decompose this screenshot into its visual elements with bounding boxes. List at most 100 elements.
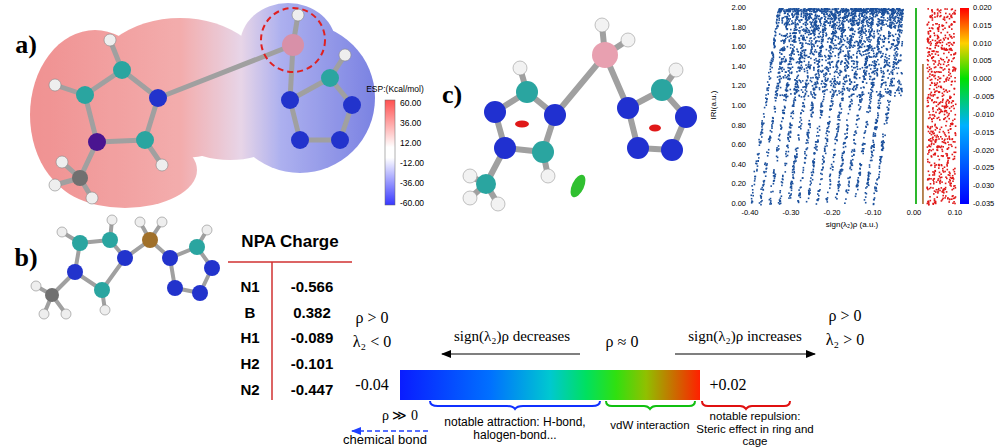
scatter-points <box>861 28 863 30</box>
scatter-points <box>842 155 844 157</box>
molecule-c <box>675 106 697 128</box>
scatter-points <box>878 174 880 176</box>
scatter-points <box>805 142 807 144</box>
scatter-points <box>779 79 781 81</box>
molecule-c <box>463 18 697 211</box>
scatter-points <box>884 135 886 137</box>
scatter-points <box>803 103 805 105</box>
scatter-points <box>879 107 881 109</box>
scatter-points <box>827 141 829 143</box>
scatter-points <box>885 54 887 56</box>
scatter-points <box>771 127 773 129</box>
scatter-points <box>821 103 823 105</box>
scatter-points <box>845 146 847 148</box>
molecule-c <box>532 141 554 163</box>
scatter-points <box>800 113 802 115</box>
scatter-points <box>854 85 856 87</box>
scatter-points <box>803 30 805 32</box>
molecule-b <box>167 280 183 296</box>
scatter-points <box>879 36 881 38</box>
scatter-points <box>872 140 874 142</box>
molecule-b <box>157 217 167 227</box>
scatter-points <box>856 186 858 188</box>
scatter-points <box>901 16 903 18</box>
scatter-points <box>879 97 881 99</box>
scatter-points <box>751 8 957 206</box>
scatter-points <box>783 99 785 101</box>
scatter-points <box>798 75 800 77</box>
scatter-points <box>830 106 832 108</box>
scatter-points <box>884 123 886 125</box>
scatter-points <box>877 46 879 48</box>
scatter-points <box>859 164 861 166</box>
scatter-points <box>802 46 804 48</box>
scatter-points <box>778 202 780 204</box>
scatter-points <box>874 73 876 75</box>
scatter-points <box>817 128 819 130</box>
scatter-points <box>820 106 822 108</box>
scatter-points <box>826 145 828 147</box>
scatter-points <box>825 138 827 140</box>
scatter-points <box>780 190 782 192</box>
scatter-points <box>864 199 866 201</box>
scatter-points <box>791 181 793 183</box>
scatter-points <box>815 146 817 148</box>
scatter-points <box>842 163 844 165</box>
scatter-points <box>849 50 851 52</box>
scatter-points <box>838 114 840 116</box>
scatter-points <box>862 144 864 146</box>
scatter-points <box>780 124 782 126</box>
scatter-points <box>850 101 852 103</box>
scatter-points <box>807 19 809 21</box>
scatter-points <box>808 64 810 66</box>
scatter-points <box>865 126 867 128</box>
scatter-points <box>807 70 809 72</box>
scatter-points <box>870 107 872 109</box>
scatter-points <box>806 155 808 157</box>
molecule-c <box>541 169 555 183</box>
scatter-points <box>766 104 768 106</box>
molecule-a <box>56 156 68 168</box>
scatter-points <box>865 202 867 204</box>
molecule-a <box>282 34 304 56</box>
scatter-points <box>869 103 871 105</box>
scatter-points <box>880 91 882 93</box>
scatter-points <box>873 150 875 152</box>
scatter-points <box>842 91 844 93</box>
scatter-points <box>879 166 881 168</box>
scatter-points <box>864 143 866 145</box>
scatter-points <box>816 203 818 205</box>
scatter-points <box>898 34 900 36</box>
scatter-points <box>805 89 807 91</box>
scatter-points <box>785 151 787 153</box>
scatter-points <box>821 42 823 44</box>
scatter-points <box>760 134 762 136</box>
molecule-a <box>321 69 339 87</box>
molecule-a <box>149 89 167 107</box>
scatter-points <box>776 149 778 151</box>
scatter-points <box>810 115 812 117</box>
scatter-points <box>793 113 795 115</box>
scatter-points <box>882 134 884 136</box>
scatter-points <box>887 117 889 119</box>
scatter-points <box>845 198 847 200</box>
scatter-points <box>886 114 888 116</box>
scatter-points <box>879 171 881 173</box>
scatter-points <box>754 184 756 186</box>
scatter-points <box>840 105 842 107</box>
scatter-points <box>771 121 773 123</box>
scatter-points <box>793 104 795 106</box>
scatter-points <box>888 108 890 110</box>
scatter-points <box>834 76 836 78</box>
scatter-points <box>860 172 862 174</box>
scatter-points <box>763 189 765 191</box>
scatter-points <box>792 118 794 120</box>
scatter-points <box>832 166 834 168</box>
scatter-points <box>831 98 833 100</box>
scatter-points <box>775 91 777 93</box>
scatter-points <box>763 185 765 187</box>
scatter-points <box>871 157 873 159</box>
molecule-c <box>592 42 618 68</box>
scatter-points <box>869 97 871 99</box>
scatter-points <box>790 183 792 185</box>
